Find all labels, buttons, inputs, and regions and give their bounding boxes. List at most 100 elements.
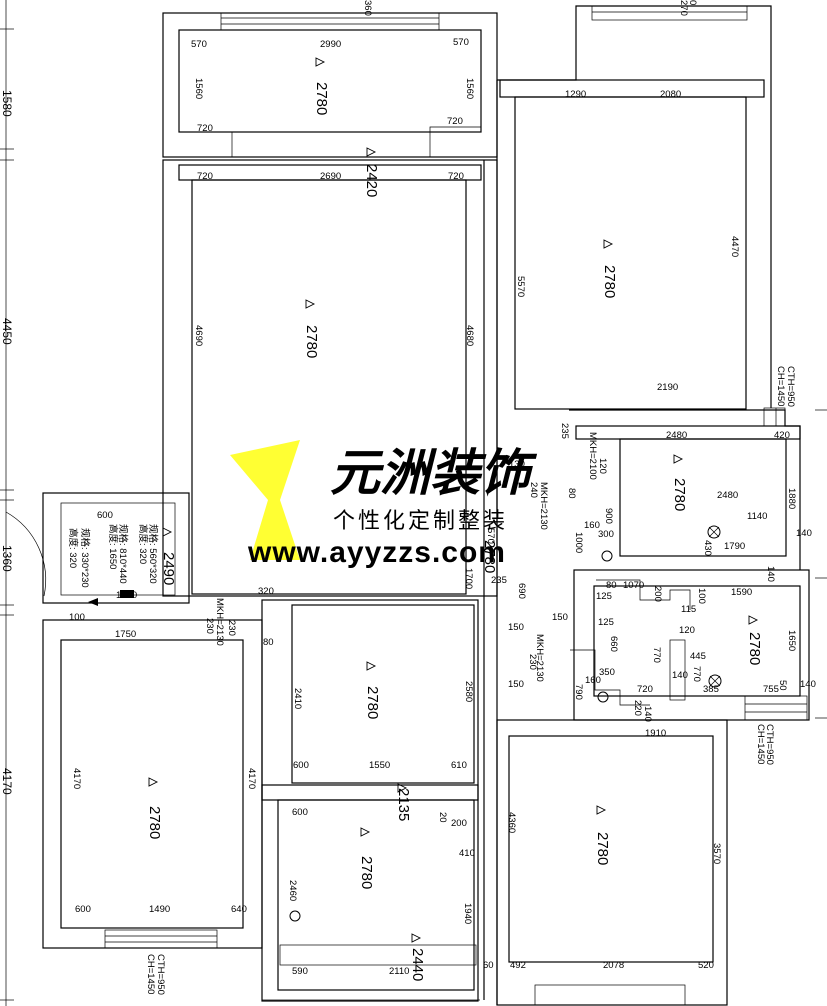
bath-labels: 80 1070 1590 125 200 100 115 150 125 660… xyxy=(552,579,816,765)
vent-icon xyxy=(120,590,134,598)
height-marker-icon xyxy=(366,147,377,157)
watermark-slogan: 个性化定制整装 xyxy=(333,508,508,533)
hall-labels: 320 80 2410 2780 600 1550 610 xyxy=(258,586,467,771)
dim: 4170 xyxy=(246,768,257,789)
outlet-icon xyxy=(601,550,613,562)
dim: 2410 xyxy=(292,688,303,709)
dim: 790 xyxy=(573,684,584,700)
dim-left-bottom: 4170 xyxy=(0,768,14,795)
dim: 80 xyxy=(606,580,617,591)
door-spec: MKH=2130 xyxy=(214,598,225,646)
window-spec: CTH=950 xyxy=(764,724,775,765)
dim: 600 xyxy=(75,904,91,915)
dim: 410 xyxy=(459,848,475,859)
ceiling-height: 2780 xyxy=(358,856,375,889)
height-marker-icon xyxy=(305,299,316,309)
dim: 300 xyxy=(598,529,614,540)
height-markers xyxy=(148,57,759,943)
height-marker-icon xyxy=(596,805,607,815)
bedroom-s-labels: 2135 600 20 200 410 2780 2460 1940 590 2… xyxy=(287,788,494,981)
dim: 420 xyxy=(774,430,790,441)
dim: 140 xyxy=(672,670,688,681)
dim: 130 xyxy=(509,459,525,470)
spec-label: 规格: 330*230 xyxy=(79,528,91,588)
door-height: 2420 xyxy=(363,164,380,197)
height-marker-icon xyxy=(360,827,371,837)
floor-drain-icon xyxy=(707,525,721,539)
dim: 200 xyxy=(451,818,467,829)
ceiling-height: 2780 xyxy=(671,478,688,511)
dim: 5570 xyxy=(515,276,526,297)
dim-top-left: 360 xyxy=(362,0,373,16)
dim: 720 xyxy=(197,123,213,134)
dim: 1700 xyxy=(463,568,474,589)
door-spec: MKH=2100 xyxy=(587,432,598,480)
dim: 80 xyxy=(263,637,274,648)
dim: 600 xyxy=(292,807,308,818)
dim-left-middle: 4450 xyxy=(0,318,14,345)
marker-icon xyxy=(88,598,98,606)
dim: 240 xyxy=(528,482,539,498)
spec-label: 高度: 320 xyxy=(137,524,149,564)
height-marker-icon xyxy=(748,615,759,625)
dim: 60 xyxy=(483,960,494,971)
floor-drain-icon xyxy=(708,674,722,688)
dim: 1290 xyxy=(565,89,586,100)
ceiling-height: 2780 xyxy=(303,325,320,358)
watermark-brand: 元洲装饰 xyxy=(330,445,538,501)
dim: 570 xyxy=(191,39,207,50)
dim: 4360 xyxy=(506,812,517,833)
dim: 230 xyxy=(204,618,215,634)
window-spec: CH=1450 xyxy=(145,954,156,994)
watermark-logo-icon xyxy=(230,440,300,560)
dim: 320 xyxy=(258,586,274,597)
dim: 1910 xyxy=(645,728,666,739)
dim: 385 xyxy=(703,684,719,695)
dim-left-lower: 1360 xyxy=(0,545,14,572)
bedroom-se-labels: 1910 4360 3570 2780 492 2078 520 xyxy=(506,728,722,971)
dim: 1140 xyxy=(747,511,767,522)
dim: 660 xyxy=(608,636,619,652)
dim: 2480 xyxy=(666,430,687,441)
dim: 1550 xyxy=(369,760,390,771)
watermark: 元洲装饰 个性化定制整装 www.ayyzzs.com xyxy=(230,440,538,569)
dim: 2460 xyxy=(287,880,298,901)
dim: 140 xyxy=(796,528,812,539)
dim: 600 xyxy=(293,760,309,771)
dim: 100 xyxy=(696,588,707,604)
dim: 160 xyxy=(584,520,600,531)
outlet-icon xyxy=(597,691,609,703)
dim: 235 xyxy=(559,423,570,439)
window-spec: CH=1450 xyxy=(755,724,766,764)
dim: 1560 xyxy=(464,78,475,99)
spec-label: 高度: 1650 xyxy=(107,524,119,569)
watermark-url: www.ayyzzs.com xyxy=(247,536,506,569)
west-entry-labels: 600 规格: 330*230 高度: 320 规格: 810*440 高度: … xyxy=(67,510,177,623)
dim: 720 xyxy=(197,171,213,182)
dim: 3570 xyxy=(711,843,722,864)
dim: 4170 xyxy=(71,768,82,789)
dim-left-top: 1580 xyxy=(0,90,14,117)
spec-label: 规格: 810*440 xyxy=(117,524,129,584)
dim: 230 xyxy=(527,654,538,670)
dim: 350 xyxy=(599,667,615,678)
living-labels: 720 2690 720 2420 4690 4680 2780 xyxy=(193,164,475,358)
window-spec: CH=1450 xyxy=(775,366,786,406)
dim: 150 xyxy=(508,679,524,690)
dim-top-right-2: 0 xyxy=(687,0,698,5)
outlet-icon xyxy=(289,910,301,922)
door-spec: MKH=2130 xyxy=(534,634,545,682)
dim: 755 xyxy=(763,684,779,695)
dim: 235 xyxy=(491,575,507,586)
dim: 2990 xyxy=(320,39,341,50)
bedroom-ne-labels: 1290 2080 5570 4470 2780 2190 CTH=950 CH… xyxy=(515,89,796,407)
dim: 610 xyxy=(451,760,467,771)
dim: 640 xyxy=(231,904,247,915)
dim: 600 xyxy=(97,510,113,521)
dim: 50 xyxy=(777,680,788,691)
dim: 770 xyxy=(651,647,662,663)
ceiling-height: 2490 xyxy=(160,552,177,585)
dim: 1000 xyxy=(573,532,584,553)
bedroom-sw-labels: 1750 230 MKH=2130 230 4170 4170 2780 600… xyxy=(71,598,257,995)
